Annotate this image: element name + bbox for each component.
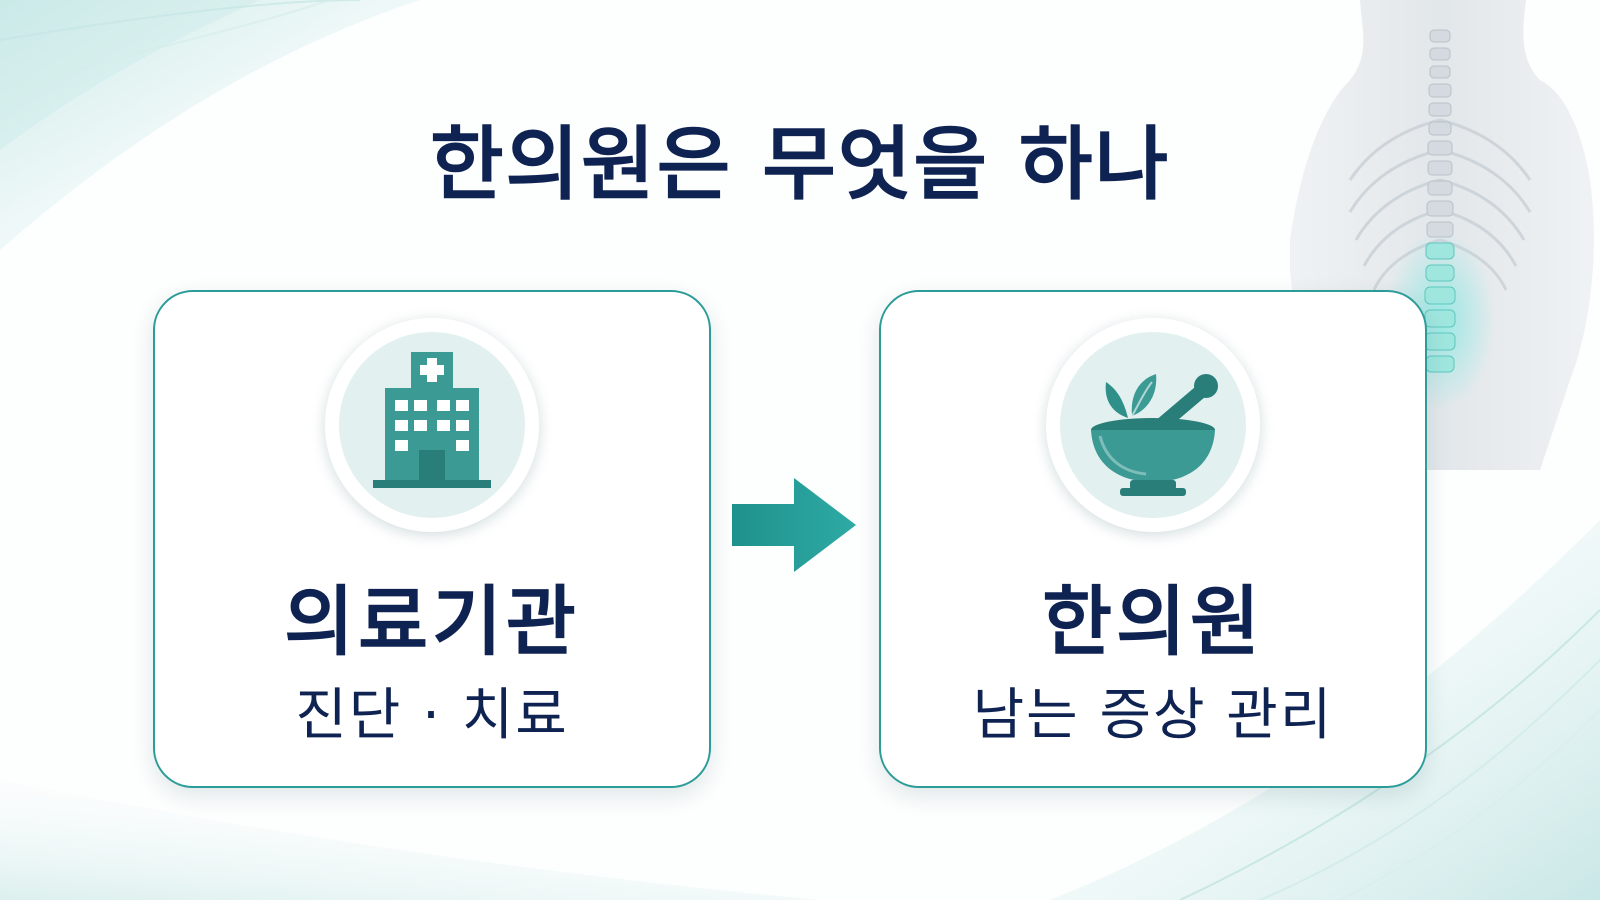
- card-title: 의료기관: [284, 577, 580, 666]
- icon-badge: [1046, 318, 1260, 532]
- hospital-building-icon: [373, 352, 491, 488]
- card-subtitle: 남는 증상 관리: [972, 683, 1334, 748]
- icon-badge: [325, 318, 539, 532]
- korean-medicine-clinic-card: 한의원 남는 증상 관리: [879, 290, 1427, 788]
- page-title: 한의원은 무엇을 하나: [429, 118, 1171, 211]
- medical-institution-card: 의료기관 진단 · 치료: [153, 290, 711, 788]
- card-subtitle: 진단 · 치료: [295, 683, 569, 748]
- mortar-pestle-herb-icon: [1091, 374, 1218, 496]
- right-arrow-icon: [732, 478, 856, 572]
- card-title: 한의원: [1042, 577, 1264, 666]
